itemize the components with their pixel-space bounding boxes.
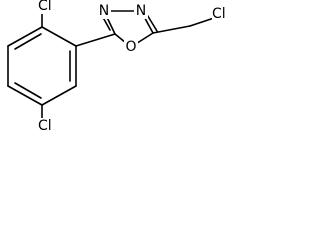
bond (41, 26, 77, 47)
atom-label-n3: N (99, 3, 109, 19)
chemical-structure: N N O Cl Cl Cl (7, 0, 234, 134)
bond (41, 85, 77, 106)
benzene-ring (7, 26, 77, 106)
atom-label-o1: O (125, 39, 136, 55)
double-bond-inner (14, 82, 42, 99)
atom-label-cl-chloromethyl: Cl (212, 6, 226, 22)
bond-aryl-oxadiazole (75, 33, 116, 47)
bond-ring-ch2 (152, 25, 191, 34)
bond (7, 85, 43, 106)
atom-label-n4: N (136, 3, 146, 19)
bond-ch2-cl (189, 17, 215, 27)
bond (7, 26, 43, 47)
atom-label-cl-lower-aryl: Cl (38, 118, 52, 134)
atom-label-cl-upper-aryl: Cl (38, 0, 52, 14)
double-bond-inner (14, 33, 42, 50)
